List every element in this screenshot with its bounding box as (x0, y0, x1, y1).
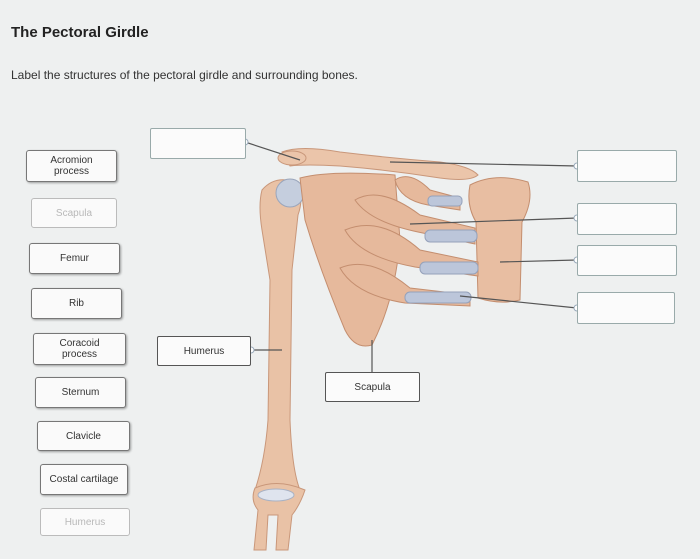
page-title: The Pectoral Girdle (11, 24, 149, 41)
word-chip-femur[interactable]: Femur (29, 243, 120, 274)
leader-top-left (244, 141, 301, 161)
word-chip-clavicle[interactable]: Clavicle (37, 421, 130, 451)
leader-right-1 (389, 161, 578, 167)
humerus-bone (254, 179, 302, 496)
costal-cartilage-4 (404, 291, 472, 304)
word-chip-costal-cartilage[interactable]: Costal cartilage (40, 464, 128, 495)
drop-target-right-3[interactable] (577, 245, 677, 276)
word-chip-acromion-process[interactable]: Acromion process (26, 150, 117, 182)
drop-target-top-left[interactable] (150, 128, 246, 159)
leader-right-3 (499, 259, 578, 263)
clavicle-bone (281, 148, 479, 180)
instructions: Label the structures of the pectoral gir… (11, 68, 358, 82)
drop-target-right-4[interactable] (577, 292, 675, 324)
elbow-cartilage (257, 488, 295, 502)
drop-target-humerus[interactable]: Humerus (157, 336, 251, 366)
costal-cartilage-1 (427, 195, 463, 207)
drop-target-right-2[interactable] (577, 203, 677, 235)
humerus-head (275, 178, 305, 208)
drop-target-right-1[interactable] (577, 150, 677, 182)
word-chip-rib[interactable]: Rib (31, 288, 122, 319)
costal-cartilage-3 (419, 261, 479, 275)
word-chip-sternum[interactable]: Sternum (35, 377, 126, 408)
sternum-bone (468, 177, 531, 303)
word-chip-coracoid-process[interactable]: Coracoid process (33, 333, 126, 365)
word-chip-humerus[interactable]: Humerus (40, 508, 130, 536)
leader-right-2 (409, 217, 578, 225)
drop-target-scapula[interactable]: Scapula (325, 372, 420, 402)
costal-cartilage-2 (424, 229, 478, 243)
leader-right-4 (459, 295, 578, 309)
word-chip-scapula[interactable]: Scapula (31, 198, 117, 228)
